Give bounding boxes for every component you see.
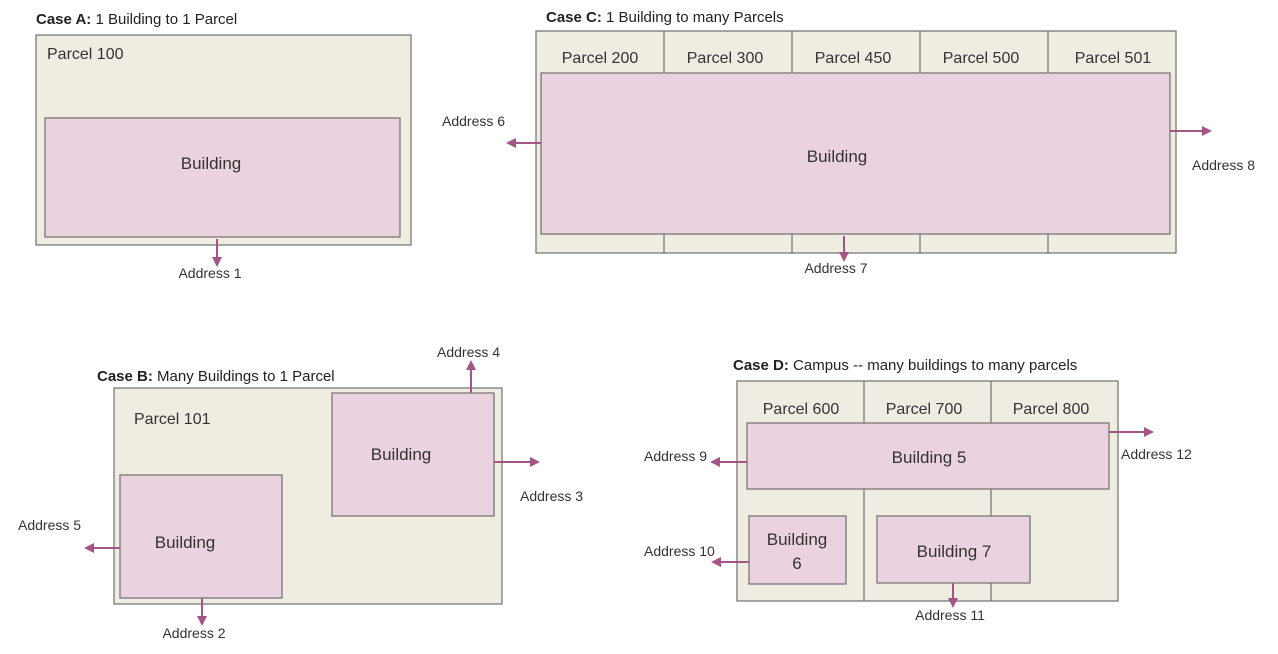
case-d-address-11-label: Address 11 [915, 607, 985, 623]
case-c-address-6-label: Address 6 [442, 113, 505, 129]
case-d-building-6-label-line2: 6 [792, 554, 801, 573]
case-d-building-5-label: Building 5 [892, 448, 967, 467]
case-d-address-12-label: Address 12 [1121, 446, 1192, 462]
case-c-parcel-label: Parcel 450 [815, 50, 892, 67]
case-d-parcel-label: Parcel 700 [886, 401, 963, 418]
case-c-building-label: Building [807, 147, 868, 166]
case-b: Case B: Many Buildings to 1 Parcel Parce… [18, 344, 583, 641]
case-b-address-4-label: Address 4 [437, 344, 500, 360]
case-c-address-8-label: Address 8 [1192, 157, 1255, 173]
case-d-building-7-label: Building 7 [917, 542, 992, 561]
case-c-building [540, 72, 1171, 235]
case-b-building-left-label: Building [155, 533, 216, 552]
case-c-parcel-label: Parcel 501 [1075, 50, 1152, 67]
case-b-parcel-label: Parcel 101 [134, 411, 211, 428]
case-a-parcel-label: Parcel 100 [47, 46, 124, 63]
case-c-parcel-label: Parcel 200 [562, 50, 639, 67]
case-c: Case C: 1 Building to many Parcels Parce… [442, 9, 1255, 276]
case-a-title: Case A: 1 Building to 1 Parcel [36, 11, 237, 28]
case-d-building-6 [748, 515, 847, 585]
case-a-building-label: Building [181, 154, 242, 173]
case-d: Case D: Campus -- many buildings to many… [644, 357, 1192, 623]
case-d-building-6-label-line1: Building [767, 530, 828, 549]
case-c-parcel-label: Parcel 300 [687, 50, 764, 67]
case-d-parcel-label: Parcel 600 [763, 401, 840, 418]
case-d-title: Case D: Campus -- many buildings to many… [733, 357, 1077, 374]
case-d-address-9-label: Address 9 [644, 448, 707, 464]
case-d-building-7 [876, 515, 1031, 584]
case-b-building-right-label: Building [371, 445, 432, 464]
case-d-parcel-label: Parcel 800 [1013, 401, 1090, 418]
case-d-address-10-label: Address 10 [644, 543, 715, 559]
case-b-title: Case B: Many Buildings to 1 Parcel [97, 368, 335, 385]
case-b-building-right [331, 392, 495, 517]
case-a: Case A: 1 Building to 1 Parcel Parcel 10… [35, 11, 412, 281]
case-a-building [44, 117, 401, 238]
case-b-building-left [119, 474, 283, 599]
case-c-parcel-label: Parcel 500 [943, 50, 1020, 67]
case-c-title: Case C: 1 Building to many Parcels [546, 9, 784, 26]
case-a-address-label: Address 1 [178, 265, 241, 281]
case-d-building-5 [746, 422, 1110, 490]
case-b-address-2-label: Address 2 [162, 625, 225, 641]
case-b-address-5-label: Address 5 [18, 517, 81, 533]
case-c-address-7-label: Address 7 [804, 260, 867, 276]
case-b-address-3-label: Address 3 [520, 488, 583, 504]
